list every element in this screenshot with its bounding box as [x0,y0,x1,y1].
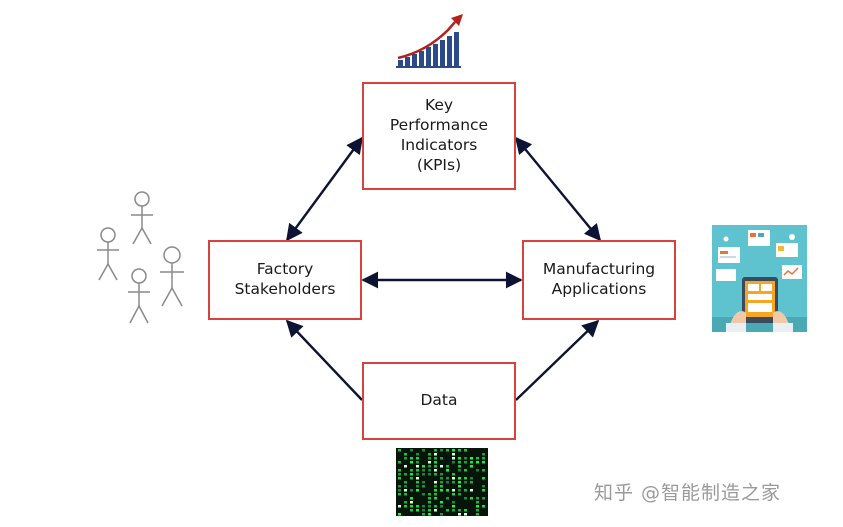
tablet-app-icon [712,225,807,332]
data-box: Data [362,362,516,440]
kpi-label-line: Key [424,96,454,115]
arrow-kpi-manufacturing [514,136,602,242]
kpi-box: Key Performance Indicators (KPIs) [362,82,516,190]
factory-label-line: Stakeholders [234,280,336,298]
stick-figure-icon [97,227,119,281]
manufacturing-label-line: Applications [551,280,647,298]
factory-stakeholders-box: Factory Stakeholders [208,240,362,320]
factory-label-line: Factory [256,260,314,279]
manufacturing-label-line: Manufacturing [542,260,656,279]
kpi-label-line: (KPIs) [416,155,462,174]
stick-figure-icon [131,191,153,245]
arrow-data-factory [285,319,363,401]
arrow-kpi-factory [286,136,363,242]
growth-chart-icon [396,14,463,68]
stick-figure-icon [160,246,184,307]
manufacturing-applications-box: Manufacturing Applications [522,240,676,320]
kpi-label-line: Performance [389,116,489,135]
data-label-line: Data [420,391,458,410]
arrow-data-manufacturing [515,319,600,401]
stick-figure-icon [128,268,150,324]
watermark: 知乎 @智能制造之家 [594,482,782,504]
matrix-code-icon [396,448,488,516]
kpi-label-line: Indicators [400,136,478,154]
